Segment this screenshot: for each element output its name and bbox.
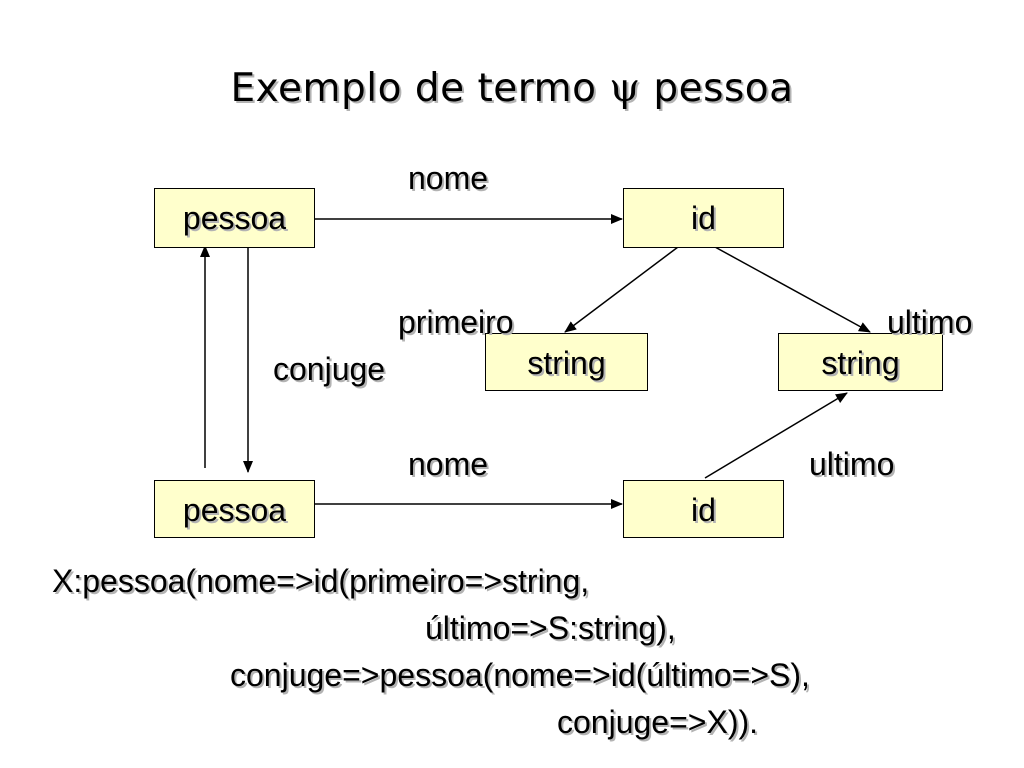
label-ultimo-bottom: ultimo [809, 446, 895, 482]
edge-ultimo-bottom [704, 392, 848, 479]
label-conjuge: conjuge [273, 351, 386, 387]
label-nome-top: nome [408, 160, 489, 196]
code-line-2: último=>S:string), [425, 610, 676, 646]
psi-symbol: ψ [609, 66, 641, 111]
node-string-right: string [778, 333, 943, 391]
label-nome-bottom: nome [408, 446, 489, 482]
node-id-bottom: id [623, 480, 784, 538]
node-string-left: string [485, 333, 648, 391]
node-pessoa-top: pessoa [154, 188, 315, 248]
code-line-4: conjuge=>X)). [557, 704, 759, 740]
slide-title: Exemplo de termo ψ pessoa [0, 66, 1024, 111]
title-text: Exemplo de termo [230, 66, 597, 111]
label-ultimo-right: ultimo [887, 304, 973, 340]
label-primeiro: primeiro [398, 304, 514, 340]
title-suffix: pessoa [653, 66, 794, 111]
edge-ultimo-top [714, 246, 871, 333]
code-line-1: X:pessoa(nome=>id(primeiro=>string, [52, 563, 590, 599]
node-pessoa-bottom: pessoa [154, 480, 315, 538]
code-line-3: conjuge=>pessoa(nome=>id(último=>S), [230, 657, 810, 693]
edge-primeiro [564, 246, 679, 333]
node-id-top: id [623, 188, 784, 248]
